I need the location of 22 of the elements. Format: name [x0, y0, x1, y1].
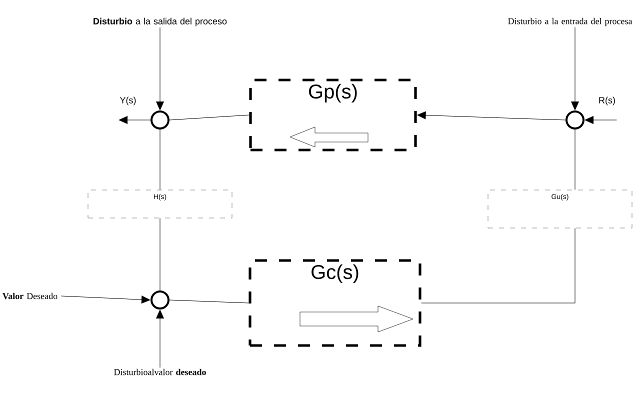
connector — [169, 300, 249, 304]
signal-label: R(s) — [599, 96, 615, 106]
signal-label: Y(s) — [120, 96, 136, 106]
summing-junction — [150, 110, 170, 130]
transfer-block: Gp(s) — [249, 78, 417, 152]
connector — [584, 116, 617, 124]
input-label: Disturbio a la entrada del procesa — [508, 18, 632, 26]
connector — [417, 111, 566, 120]
input-label: Disturbioalvalor deseado — [114, 368, 206, 376]
connector — [60, 296, 150, 304]
summing-junction — [150, 290, 170, 310]
disturbance-label: Disturbio a la salida del proceso — [94, 18, 227, 26]
connector — [169, 114, 250, 120]
input-label: Valor Deseado — [2, 292, 58, 300]
connector — [118, 116, 151, 124]
connector — [574, 129, 576, 190]
connector — [156, 27, 164, 110]
connector — [421, 228, 576, 304]
connector — [571, 27, 579, 110]
summing-junction — [566, 110, 584, 130]
transfer-block: Gc(s) — [248, 259, 422, 347]
connector — [156, 310, 164, 368]
